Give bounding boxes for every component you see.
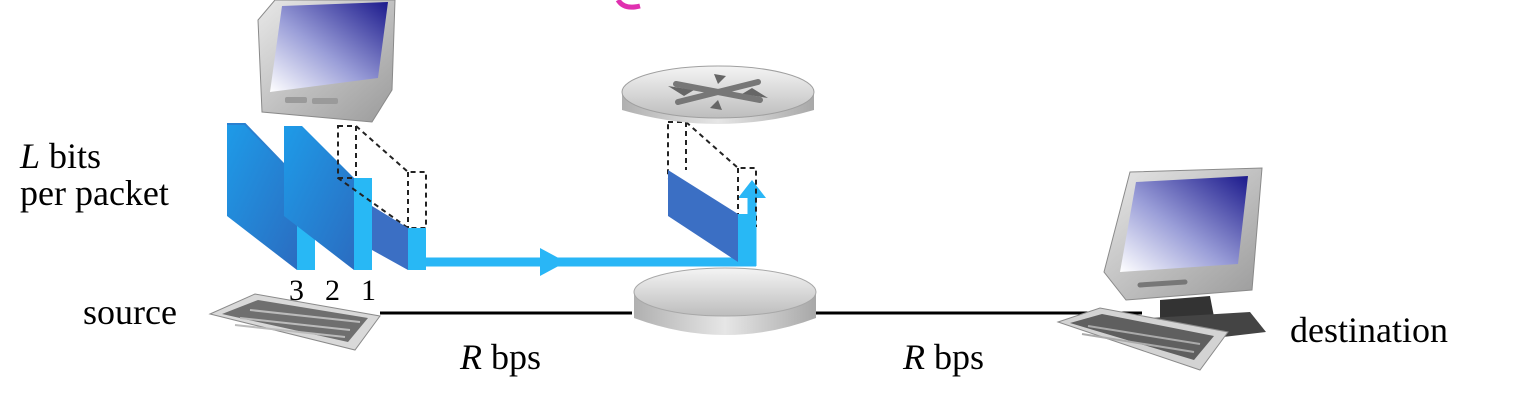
packet-1 <box>337 125 427 270</box>
destination-label: destination <box>1290 310 1448 350</box>
per-packet-label: per packet <box>20 173 169 213</box>
bits-variable: L <box>20 136 41 176</box>
monitor-icon <box>257 0 396 123</box>
computer-icon <box>1056 167 1266 371</box>
rate-variable-2: R <box>903 337 925 377</box>
rate-variable-1: R <box>460 337 482 377</box>
router-packet <box>667 121 757 262</box>
pink-fragment <box>615 0 641 10</box>
source-label: source <box>83 292 177 332</box>
rate-text-1: bps <box>482 337 542 377</box>
bits-per-packet-label: L bits <box>20 138 101 174</box>
link-rate-label-2: R bps <box>903 339 984 375</box>
packet-number-1: 1 <box>361 274 376 307</box>
rate-text-2: bps <box>925 337 985 377</box>
router-icon <box>621 65 815 124</box>
switch-icon <box>633 267 817 335</box>
bits-text: bits <box>40 136 102 176</box>
packet-number-2: 2 <box>325 274 340 307</box>
packet-2 <box>284 126 372 270</box>
link-rate-label-1: R bps <box>460 339 541 375</box>
packet-number-3: 3 <box>289 274 304 307</box>
keyboard-icon <box>208 293 381 351</box>
